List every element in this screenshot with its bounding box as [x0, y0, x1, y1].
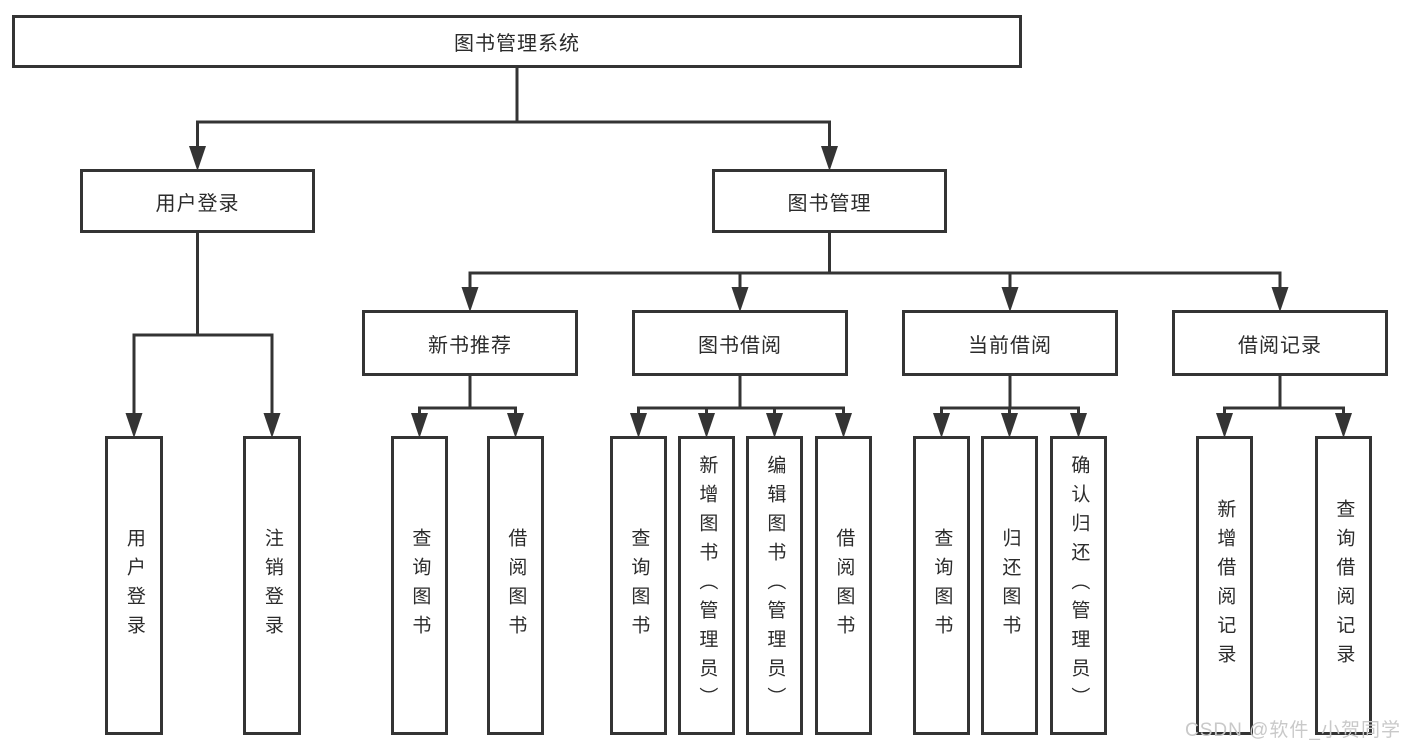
- node-label: 用户登录: [123, 527, 145, 644]
- watermark: CSDN @软件_小贺同学: [1185, 720, 1401, 741]
- node-leaf-add-borrow-record: 新增借阅记录: [1196, 436, 1253, 735]
- node-leaf-confirm-return: 确认归还（管理员）: [1050, 436, 1107, 735]
- node-leaf-query-book-1: 查询图书: [391, 436, 448, 735]
- node-user-login: 用户登录: [80, 169, 315, 233]
- node-label: 图书借阅: [698, 334, 782, 357]
- node-label: 注销登录: [261, 527, 283, 644]
- node-book-management: 图书管理: [712, 169, 947, 233]
- node-current-borrow: 当前借阅: [902, 310, 1118, 376]
- node-leaf-logout: 注销登录: [243, 436, 301, 735]
- node-label: 当前借阅: [968, 334, 1052, 357]
- node-label: 用户登录: [155, 192, 240, 215]
- node-leaf-edit-book: 编辑图书（管理员）: [746, 436, 803, 735]
- node-book-borrow: 图书借阅: [632, 310, 848, 376]
- node-label: 图书管理: [787, 192, 872, 215]
- node-label: 查询图书: [628, 527, 650, 644]
- node-label: 图书管理系统: [454, 33, 580, 55]
- node-label: 编辑图书（管理员）: [764, 455, 786, 716]
- node-leaf-add-book: 新增图书（管理员）: [678, 436, 735, 735]
- node-leaf-borrow-book-2: 借阅图书: [815, 436, 872, 735]
- node-label: 查询借阅记录: [1333, 498, 1355, 673]
- node-label: 归还图书: [999, 527, 1021, 644]
- node-borrow-records: 借阅记录: [1172, 310, 1388, 376]
- node-leaf-query-book-3: 查询图书: [913, 436, 970, 735]
- node-leaf-query-book-2: 查询图书: [610, 436, 667, 735]
- node-leaf-borrow-book-1: 借阅图书: [487, 436, 544, 735]
- node-leaf-return-book: 归还图书: [981, 436, 1038, 735]
- node-root: 图书管理系统: [12, 15, 1022, 68]
- node-label: 新增图书（管理员）: [696, 455, 718, 716]
- node-leaf-user-login: 用户登录: [105, 436, 163, 735]
- node-label: 确认归还（管理员）: [1068, 455, 1090, 716]
- node-leaf-query-borrow-record: 查询借阅记录: [1315, 436, 1372, 735]
- node-new-book-recommend: 新书推荐: [362, 310, 578, 376]
- node-label: 新书推荐: [428, 334, 512, 357]
- node-label: 借阅图书: [505, 527, 527, 644]
- node-label: 查询图书: [931, 527, 953, 644]
- node-label: 新增借阅记录: [1214, 498, 1236, 673]
- node-label: 借阅图书: [833, 527, 855, 644]
- node-label: 借阅记录: [1238, 334, 1322, 357]
- node-label: 查询图书: [409, 527, 431, 644]
